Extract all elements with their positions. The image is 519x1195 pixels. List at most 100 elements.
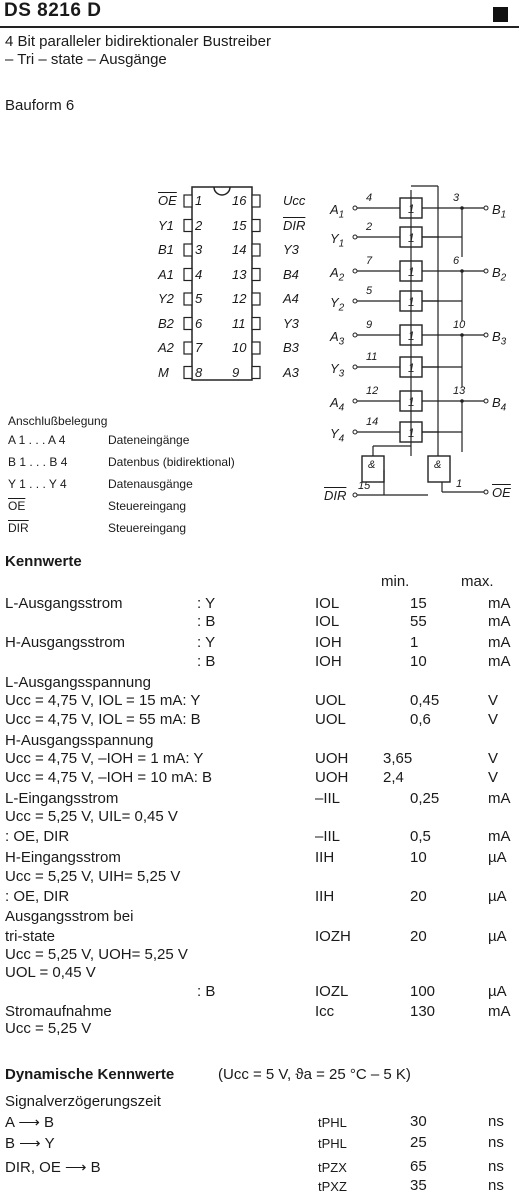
max-value: 100: [410, 983, 436, 1000]
page-title: DS 8216 D: [4, 0, 102, 21]
input-terminal: [352, 234, 358, 240]
param-label: Signalverzögerungszeit: [5, 1093, 161, 1110]
input-pin-number: 11: [366, 351, 378, 363]
output-label: B1: [492, 202, 507, 221]
output-terminal: [483, 332, 489, 338]
param-label: H-Ausgangsspannung: [5, 732, 154, 749]
max-value: 0,6: [410, 711, 431, 728]
pin-label-right: A3: [283, 364, 299, 380]
param-label: Ucc = 5,25 V: [5, 1020, 92, 1037]
pin-boxes: [183, 194, 261, 380]
legend-desc: Steuereingang: [108, 521, 187, 535]
unit: ns: [488, 1113, 504, 1130]
unit: µA: [488, 983, 507, 1000]
pin-box: [251, 341, 261, 355]
symbol: IIH: [315, 849, 335, 866]
symbol: IOL: [315, 613, 340, 630]
input-label: A3: [330, 329, 345, 348]
input-pin-number: 5: [366, 285, 373, 297]
input-terminal: [352, 298, 358, 304]
condition: : Y: [197, 634, 216, 651]
pin-box: [251, 243, 261, 257]
max-value: 0,45: [410, 692, 440, 709]
unit: V: [488, 750, 499, 767]
input-label: Y3: [330, 361, 345, 380]
junction: [460, 269, 464, 273]
symbol: tPHL: [318, 1115, 347, 1130]
dynamic-conditions: (Ucc = 5 V, ϑa = 25 °C – 5 K): [218, 1066, 411, 1083]
pin-number-right: 16: [232, 193, 247, 208]
legend-pins: DIR: [8, 521, 29, 535]
input-terminal: [352, 364, 358, 370]
param-label: L-Ausgangsstrom: [5, 595, 123, 612]
pin-label-left: OE: [158, 193, 177, 208]
pin-number-right: 15: [232, 217, 247, 233]
unit: mA: [488, 790, 511, 807]
max-value: 20: [410, 928, 427, 945]
symbol: UOL: [315, 711, 346, 728]
max-value: 35: [410, 1177, 427, 1194]
input-label-letter: Y: [330, 426, 339, 441]
param-label: H-Eingangsstrom: [5, 849, 121, 866]
and-gate: [427, 455, 451, 483]
symbol: –IIL: [315, 828, 341, 845]
pin-box: [251, 267, 261, 282]
param-label: Ucc = 5,25 V, UOH= 5,25 V: [5, 946, 188, 963]
pin-box: [183, 292, 193, 306]
symbol: UOH: [315, 769, 349, 786]
kennwerte-heading: Kennwerte: [5, 553, 82, 570]
symbol: –IIL: [315, 790, 341, 807]
pin-box: [183, 316, 193, 331]
legend-desc: Datenbus (bidirektional): [108, 455, 235, 469]
input-terminal: [352, 398, 358, 404]
symbol: tPZX: [318, 1160, 347, 1175]
symbol: IOH: [315, 634, 342, 651]
symbol: IOL: [315, 595, 340, 612]
param-label: Ucc = 4,75 V, –IOH = 1 mA: Y: [5, 750, 204, 767]
output-pin-number: 13: [453, 385, 466, 397]
pin-label-right: Ucc: [283, 193, 306, 208]
param-label: Ucc = 5,25 V, UIH= 5,25 V: [5, 868, 181, 885]
dir-terminal: [352, 492, 358, 498]
output-terminal: [483, 205, 489, 211]
pin-number-right: 14: [232, 242, 247, 257]
param-label: A ⟶ B: [5, 1114, 55, 1131]
max-value: 55: [410, 613, 427, 630]
unit: mA: [488, 828, 511, 845]
pin-number-left: 1: [195, 193, 203, 208]
input-pin-number: 2: [366, 221, 373, 233]
param-label: tri-state: [5, 928, 56, 945]
param-label: : OE, DIR: [5, 888, 70, 905]
unit: ns: [488, 1134, 504, 1151]
output-label: B4: [492, 395, 507, 414]
pin-box: [251, 194, 261, 208]
subtitle-line-1: 4 Bit paralleler bidirektionaler Bustrei…: [5, 33, 271, 50]
unit: V: [488, 769, 499, 786]
param-label: L-Eingangsstrom: [5, 790, 119, 807]
max-value: 0,5: [410, 828, 431, 845]
pin-number-left: 3: [195, 242, 203, 257]
junction: [460, 399, 464, 403]
pin-number-left: 4: [195, 266, 203, 282]
input-pin-number: 14: [366, 416, 379, 428]
input-label: A2: [330, 265, 345, 284]
legend-pins: Y 1 . . . Y 4: [8, 477, 67, 491]
ic-pinout-diagram: [183, 186, 261, 381]
pin-box: [251, 292, 261, 306]
unit: ns: [488, 1177, 504, 1194]
pin-box: [251, 218, 261, 233]
pin-label-left: M: [158, 364, 169, 380]
unit: V: [488, 711, 499, 728]
input-terminal: [352, 268, 358, 274]
dir-label: DIR: [324, 488, 347, 503]
symbol: IOZL: [315, 983, 349, 1000]
pin-number-right: 13: [232, 266, 247, 282]
condition: : B: [197, 653, 216, 670]
input-label: Y4: [330, 426, 345, 445]
input-label: A4: [330, 395, 345, 414]
pin-label-right: DIR: [283, 217, 306, 233]
pin-box: [183, 365, 193, 380]
junction: [460, 333, 464, 337]
legend-pins: A 1 . . . A 4: [8, 433, 66, 447]
